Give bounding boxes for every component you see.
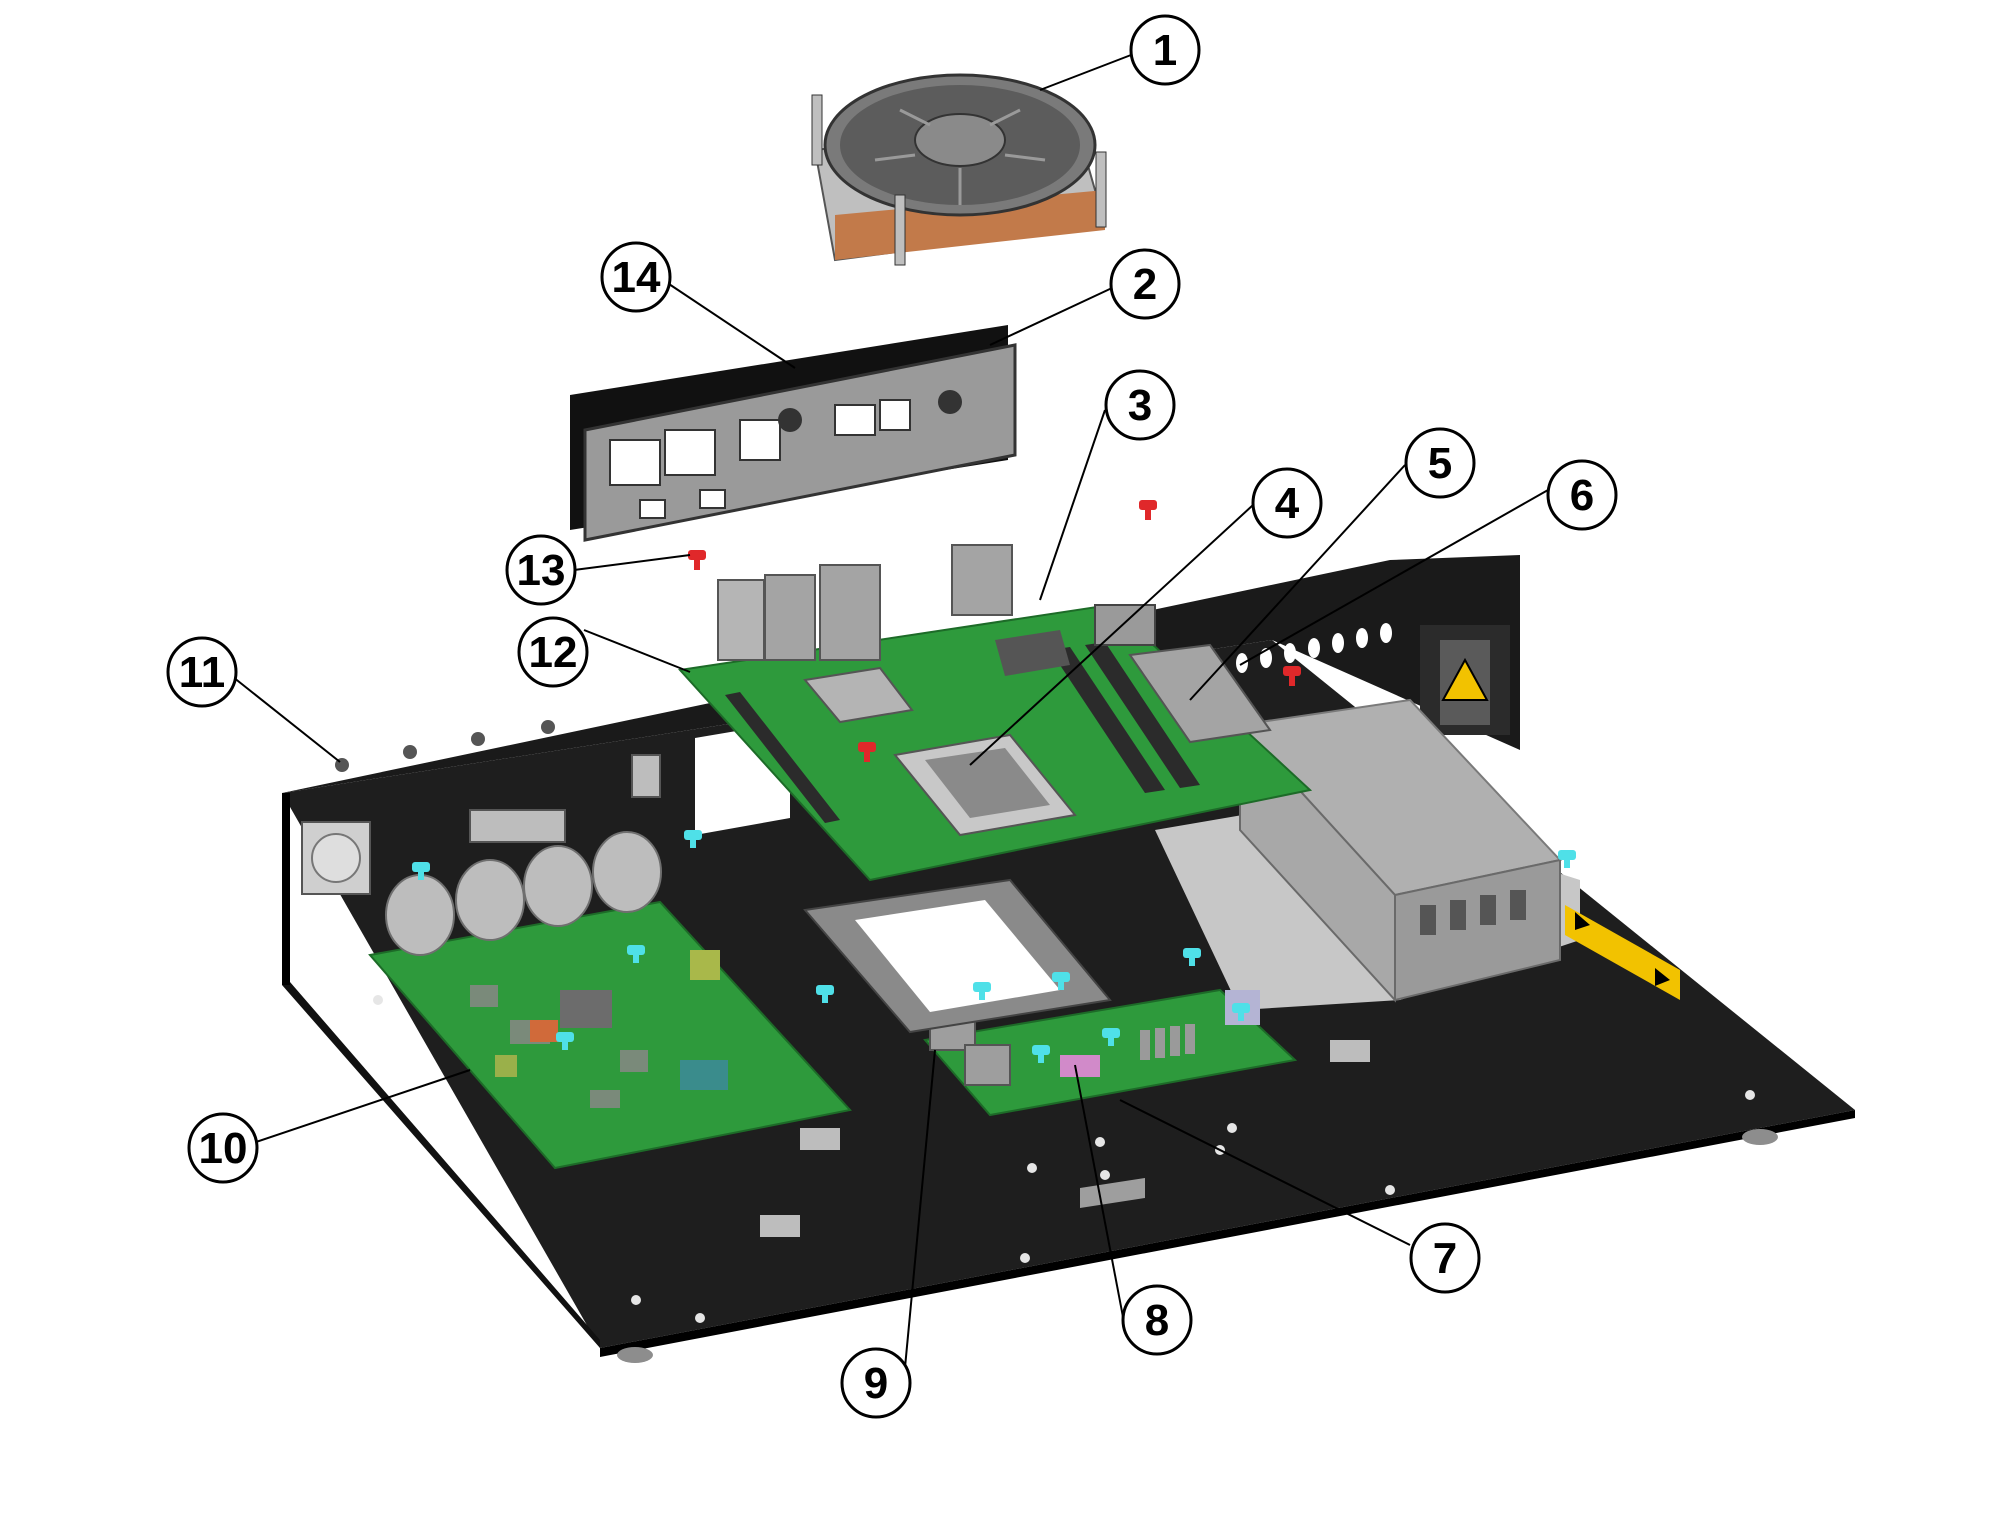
callout-4: 4 — [1251, 467, 1323, 539]
callout-5: 5 — [1404, 427, 1476, 499]
callout-label: 2 — [1133, 260, 1157, 309]
callout-label: 8 — [1145, 1296, 1169, 1345]
callout-label: 5 — [1428, 439, 1452, 488]
screws-red — [688, 500, 1301, 762]
callouts: 1 2 3 4 5 6 7 8 9 10 11 12 13 14 — [166, 14, 1618, 1419]
callout-label: 13 — [517, 546, 566, 595]
xlr-connectors — [385, 831, 662, 956]
power-supply-unit — [1155, 698, 1680, 1010]
cpu-cooler — [811, 73, 1107, 266]
callout-2: 2 — [1109, 248, 1181, 320]
callout-label: 10 — [199, 1124, 248, 1173]
callout-label: 6 — [1570, 471, 1594, 520]
callout-label: 14 — [612, 253, 661, 302]
callout-14: 14 — [600, 241, 672, 313]
callout-label: 1 — [1153, 26, 1177, 75]
callout-9: 9 — [840, 1347, 912, 1419]
callout-7: 7 — [1409, 1222, 1481, 1294]
callout-label: 11 — [179, 648, 226, 697]
rear-panel-connectors — [301, 754, 661, 895]
interface-pcb — [923, 988, 1298, 1117]
callout-6: 6 — [1546, 459, 1618, 531]
callout-3: 3 — [1104, 369, 1176, 441]
callout-12: 12 — [517, 616, 589, 688]
callout-13: 13 — [505, 534, 577, 606]
leader-lines — [232, 54, 1549, 1379]
callout-label: 4 — [1275, 479, 1300, 528]
callout-8: 8 — [1121, 1284, 1193, 1356]
callout-label: 9 — [864, 1359, 888, 1408]
callout-label: 12 — [529, 628, 578, 677]
callout-10: 10 — [187, 1112, 259, 1184]
callout-label: 7 — [1433, 1234, 1457, 1283]
callout-1: 1 — [1129, 14, 1201, 86]
cpu-backplate — [803, 878, 1112, 1034]
screws-cyan — [412, 830, 1576, 1063]
io-shield — [570, 325, 1017, 542]
power-inlet — [1420, 625, 1510, 735]
callout-label: 3 — [1128, 381, 1152, 430]
callout-11: 11 — [166, 636, 238, 708]
